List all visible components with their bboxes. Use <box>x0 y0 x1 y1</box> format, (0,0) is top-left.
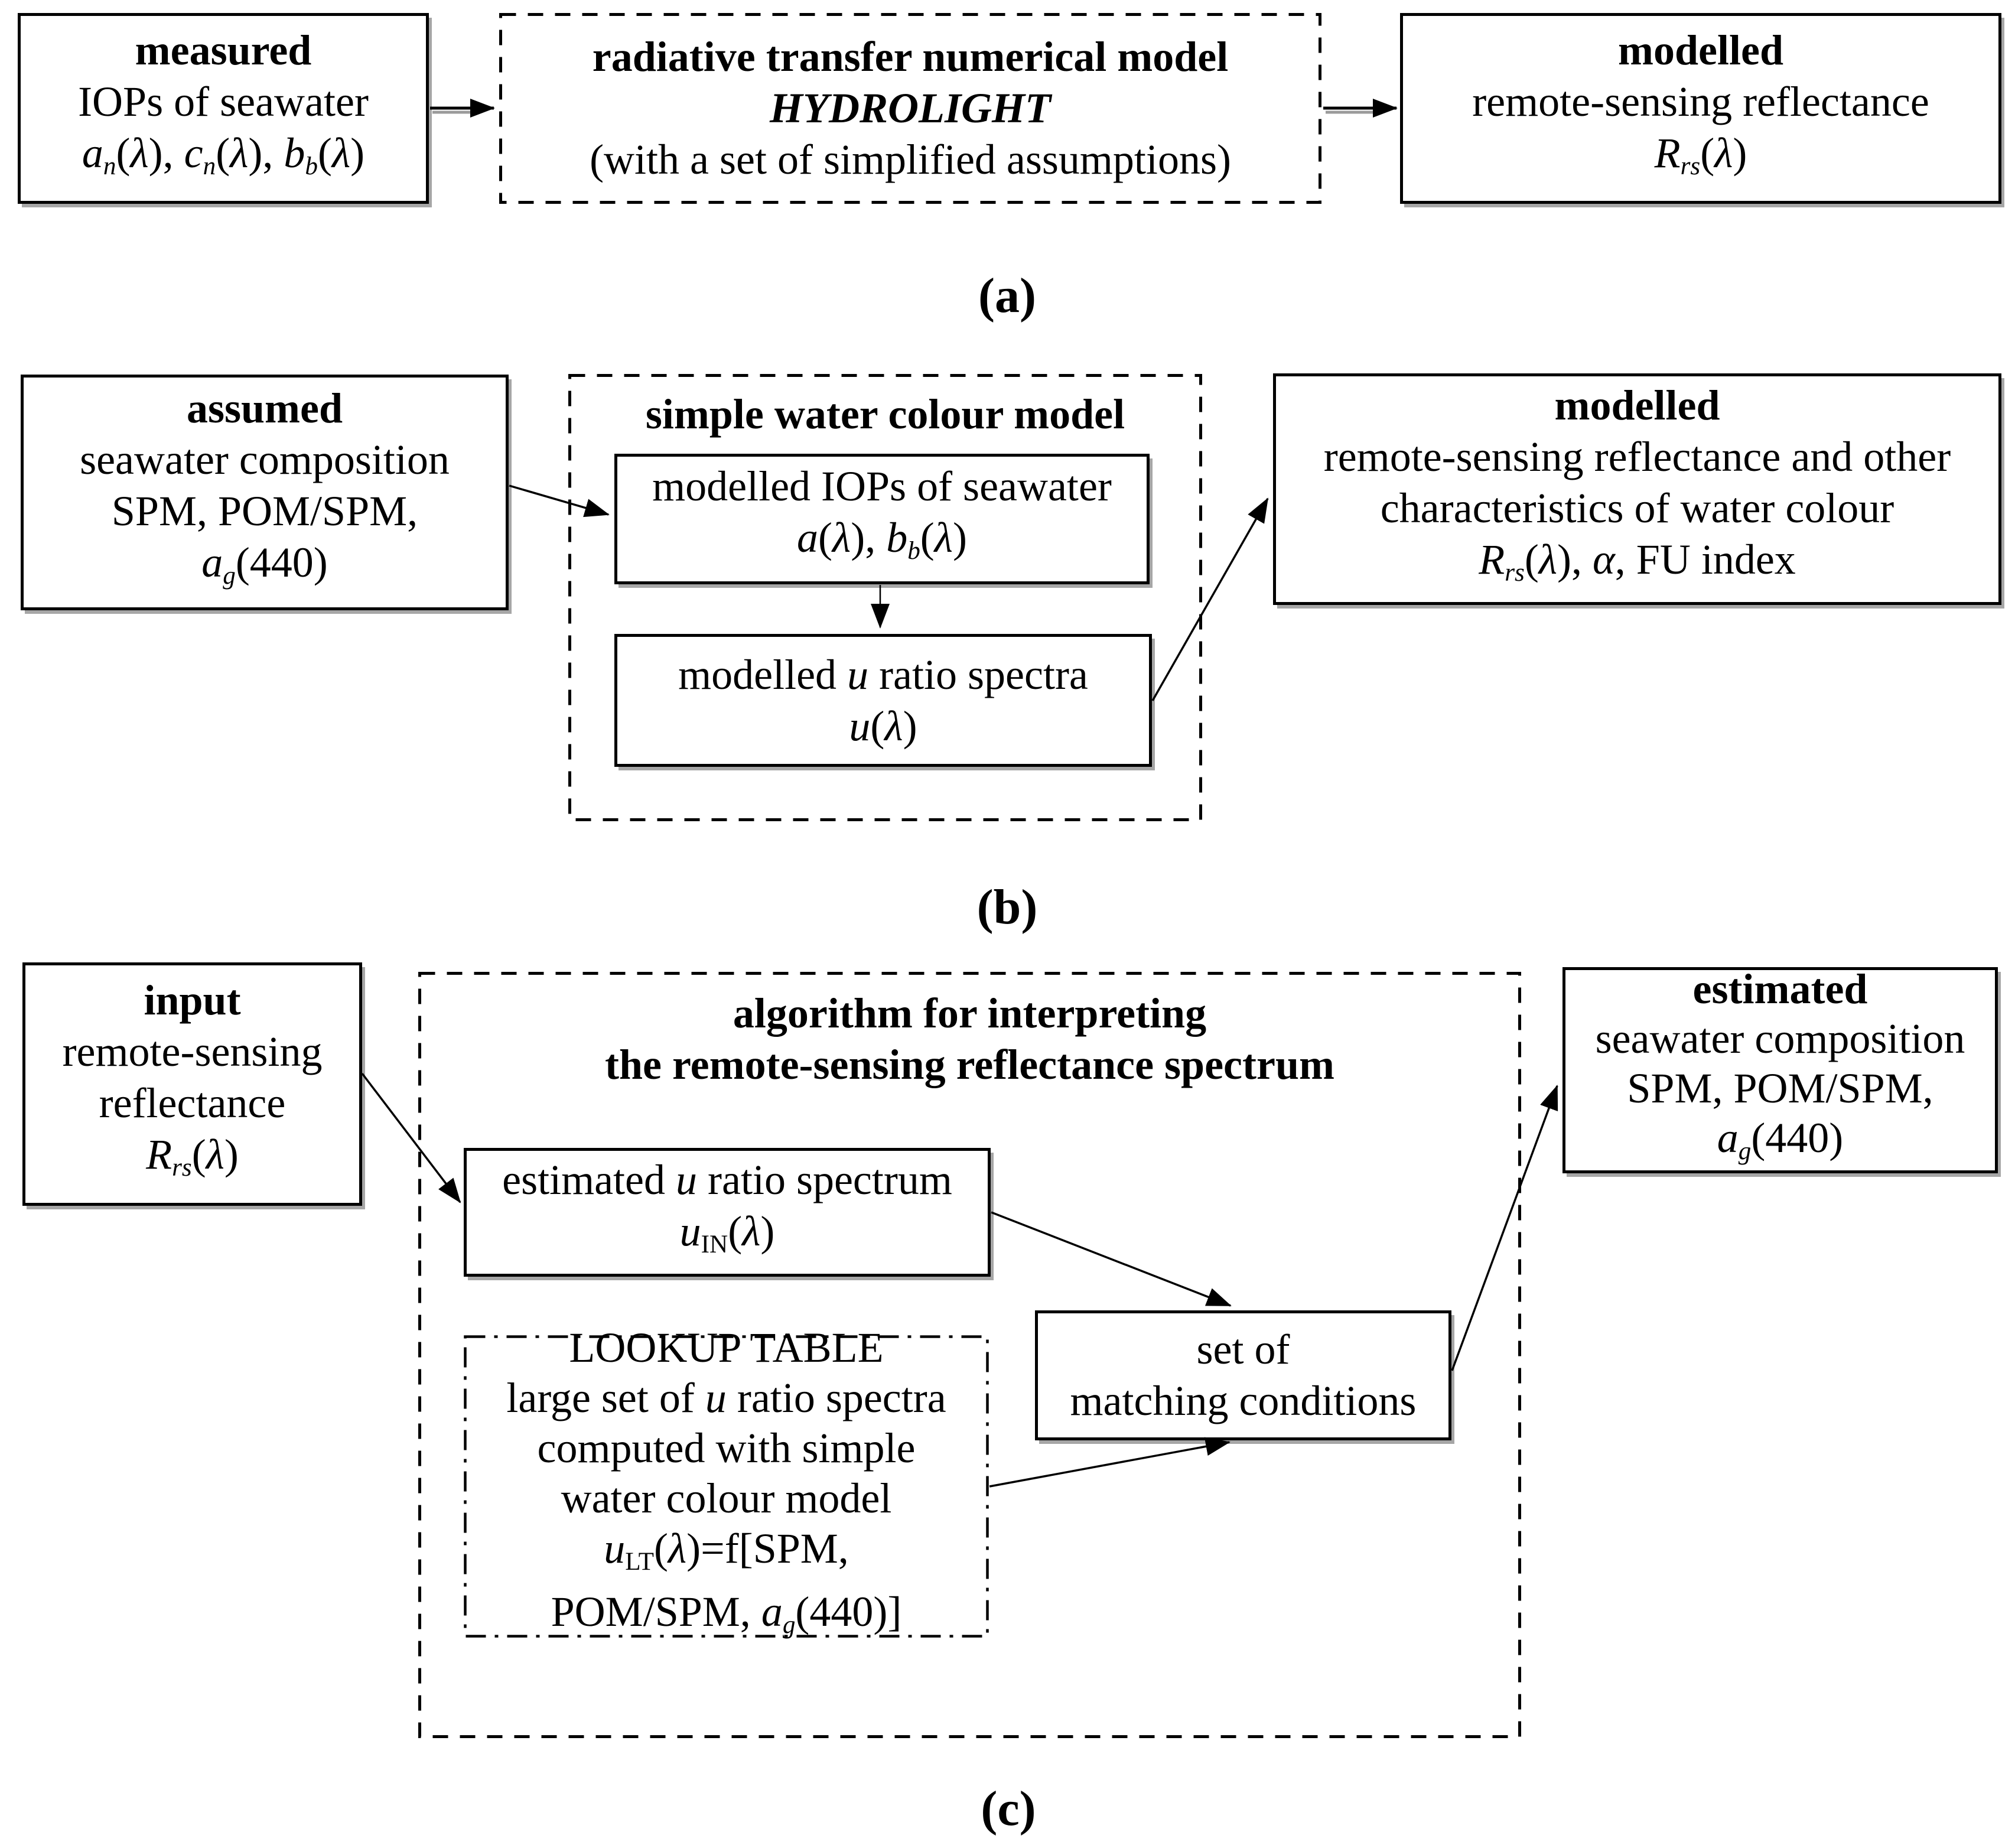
text-line: matching conditions <box>1070 1377 1417 1424</box>
panel-label-c: (c) <box>981 1781 1036 1836</box>
text-line: reflectance <box>99 1079 286 1127</box>
arrow-matching-to-estimated <box>1451 1085 1558 1371</box>
text-line: set of <box>1196 1326 1290 1373</box>
text-line: ag(440) <box>201 539 328 590</box>
text-line: modelled u ratio spectra <box>678 650 1088 698</box>
text-line: water colour model <box>561 1474 892 1522</box>
text-line: uLT(λ)=f[SPM, <box>604 1524 849 1576</box>
text-line: Rrs(λ) <box>1654 129 1747 181</box>
text-line: simple water colour model <box>645 391 1125 438</box>
text-line: radiative transfer numerical model <box>592 33 1229 80</box>
arrow-lookup-to-matching <box>989 1437 1231 1488</box>
text-line: characteristics of water colour <box>1380 484 1894 532</box>
text-line: an(λ), cn(λ), bb(λ) <box>82 129 365 181</box>
text-line: the remote-sensing reflectance spectrum <box>605 1041 1334 1088</box>
text-line: measured <box>135 26 312 74</box>
text-line: modelled <box>1554 381 1720 429</box>
text-line: IOPs of seawater <box>78 77 369 125</box>
text-line: modelled <box>1618 26 1783 74</box>
text-line: remote-sensing reflectance and other <box>1323 432 1951 480</box>
panel-label-b: (b) <box>976 880 1038 935</box>
text-line: Rrs(λ) <box>146 1130 239 1182</box>
text-line: (with a set of simplified assumptions) <box>590 136 1231 183</box>
arrow-input-to-estimated-u <box>361 1072 461 1203</box>
text-line: LOOKUP TABLE <box>569 1323 884 1371</box>
text-line: SPM, POM/SPM, <box>111 487 418 535</box>
text-line: seawater composition <box>80 436 450 484</box>
text-line: modelled IOPs of seawater <box>652 463 1112 510</box>
arrow-estimated-u-to-matching <box>991 1211 1232 1307</box>
text-line: seawater composition <box>1595 1014 1965 1062</box>
text-line: algorithm for interpreting <box>733 990 1207 1037</box>
text-line: HYDROLIGHT <box>770 84 1051 132</box>
text-line: POM/SPM, ag(440)] <box>551 1588 902 1639</box>
text-line: input <box>144 976 241 1024</box>
text-line: remote-sensing reflectance <box>1472 77 1929 125</box>
arrow-u-to-modelled <box>1151 497 1269 701</box>
text-line: assumed <box>186 385 343 432</box>
simple-water-colour-model-title: simple water colour model <box>568 389 1202 440</box>
text-line: Rrs(λ), α, FU index <box>1479 535 1796 587</box>
panel-label-a: (a) <box>978 268 1036 323</box>
text-line: SPM, POM/SPM, <box>1627 1064 1933 1112</box>
text-line: uIN(λ) <box>679 1207 775 1259</box>
text-line: a(λ), bb(λ) <box>797 514 967 565</box>
text-line: ag(440) <box>1717 1114 1844 1166</box>
text-line: large set of u ratio spectra <box>506 1374 946 1421</box>
text-line: remote-sensing <box>62 1027 323 1075</box>
arrow-assumed-to-iops <box>509 484 610 518</box>
text-line: estimated u ratio spectrum <box>502 1156 952 1203</box>
text-line: u(λ) <box>849 702 917 750</box>
text-line: computed with simple <box>537 1424 916 1472</box>
text-line: estimated <box>1692 965 1868 1013</box>
